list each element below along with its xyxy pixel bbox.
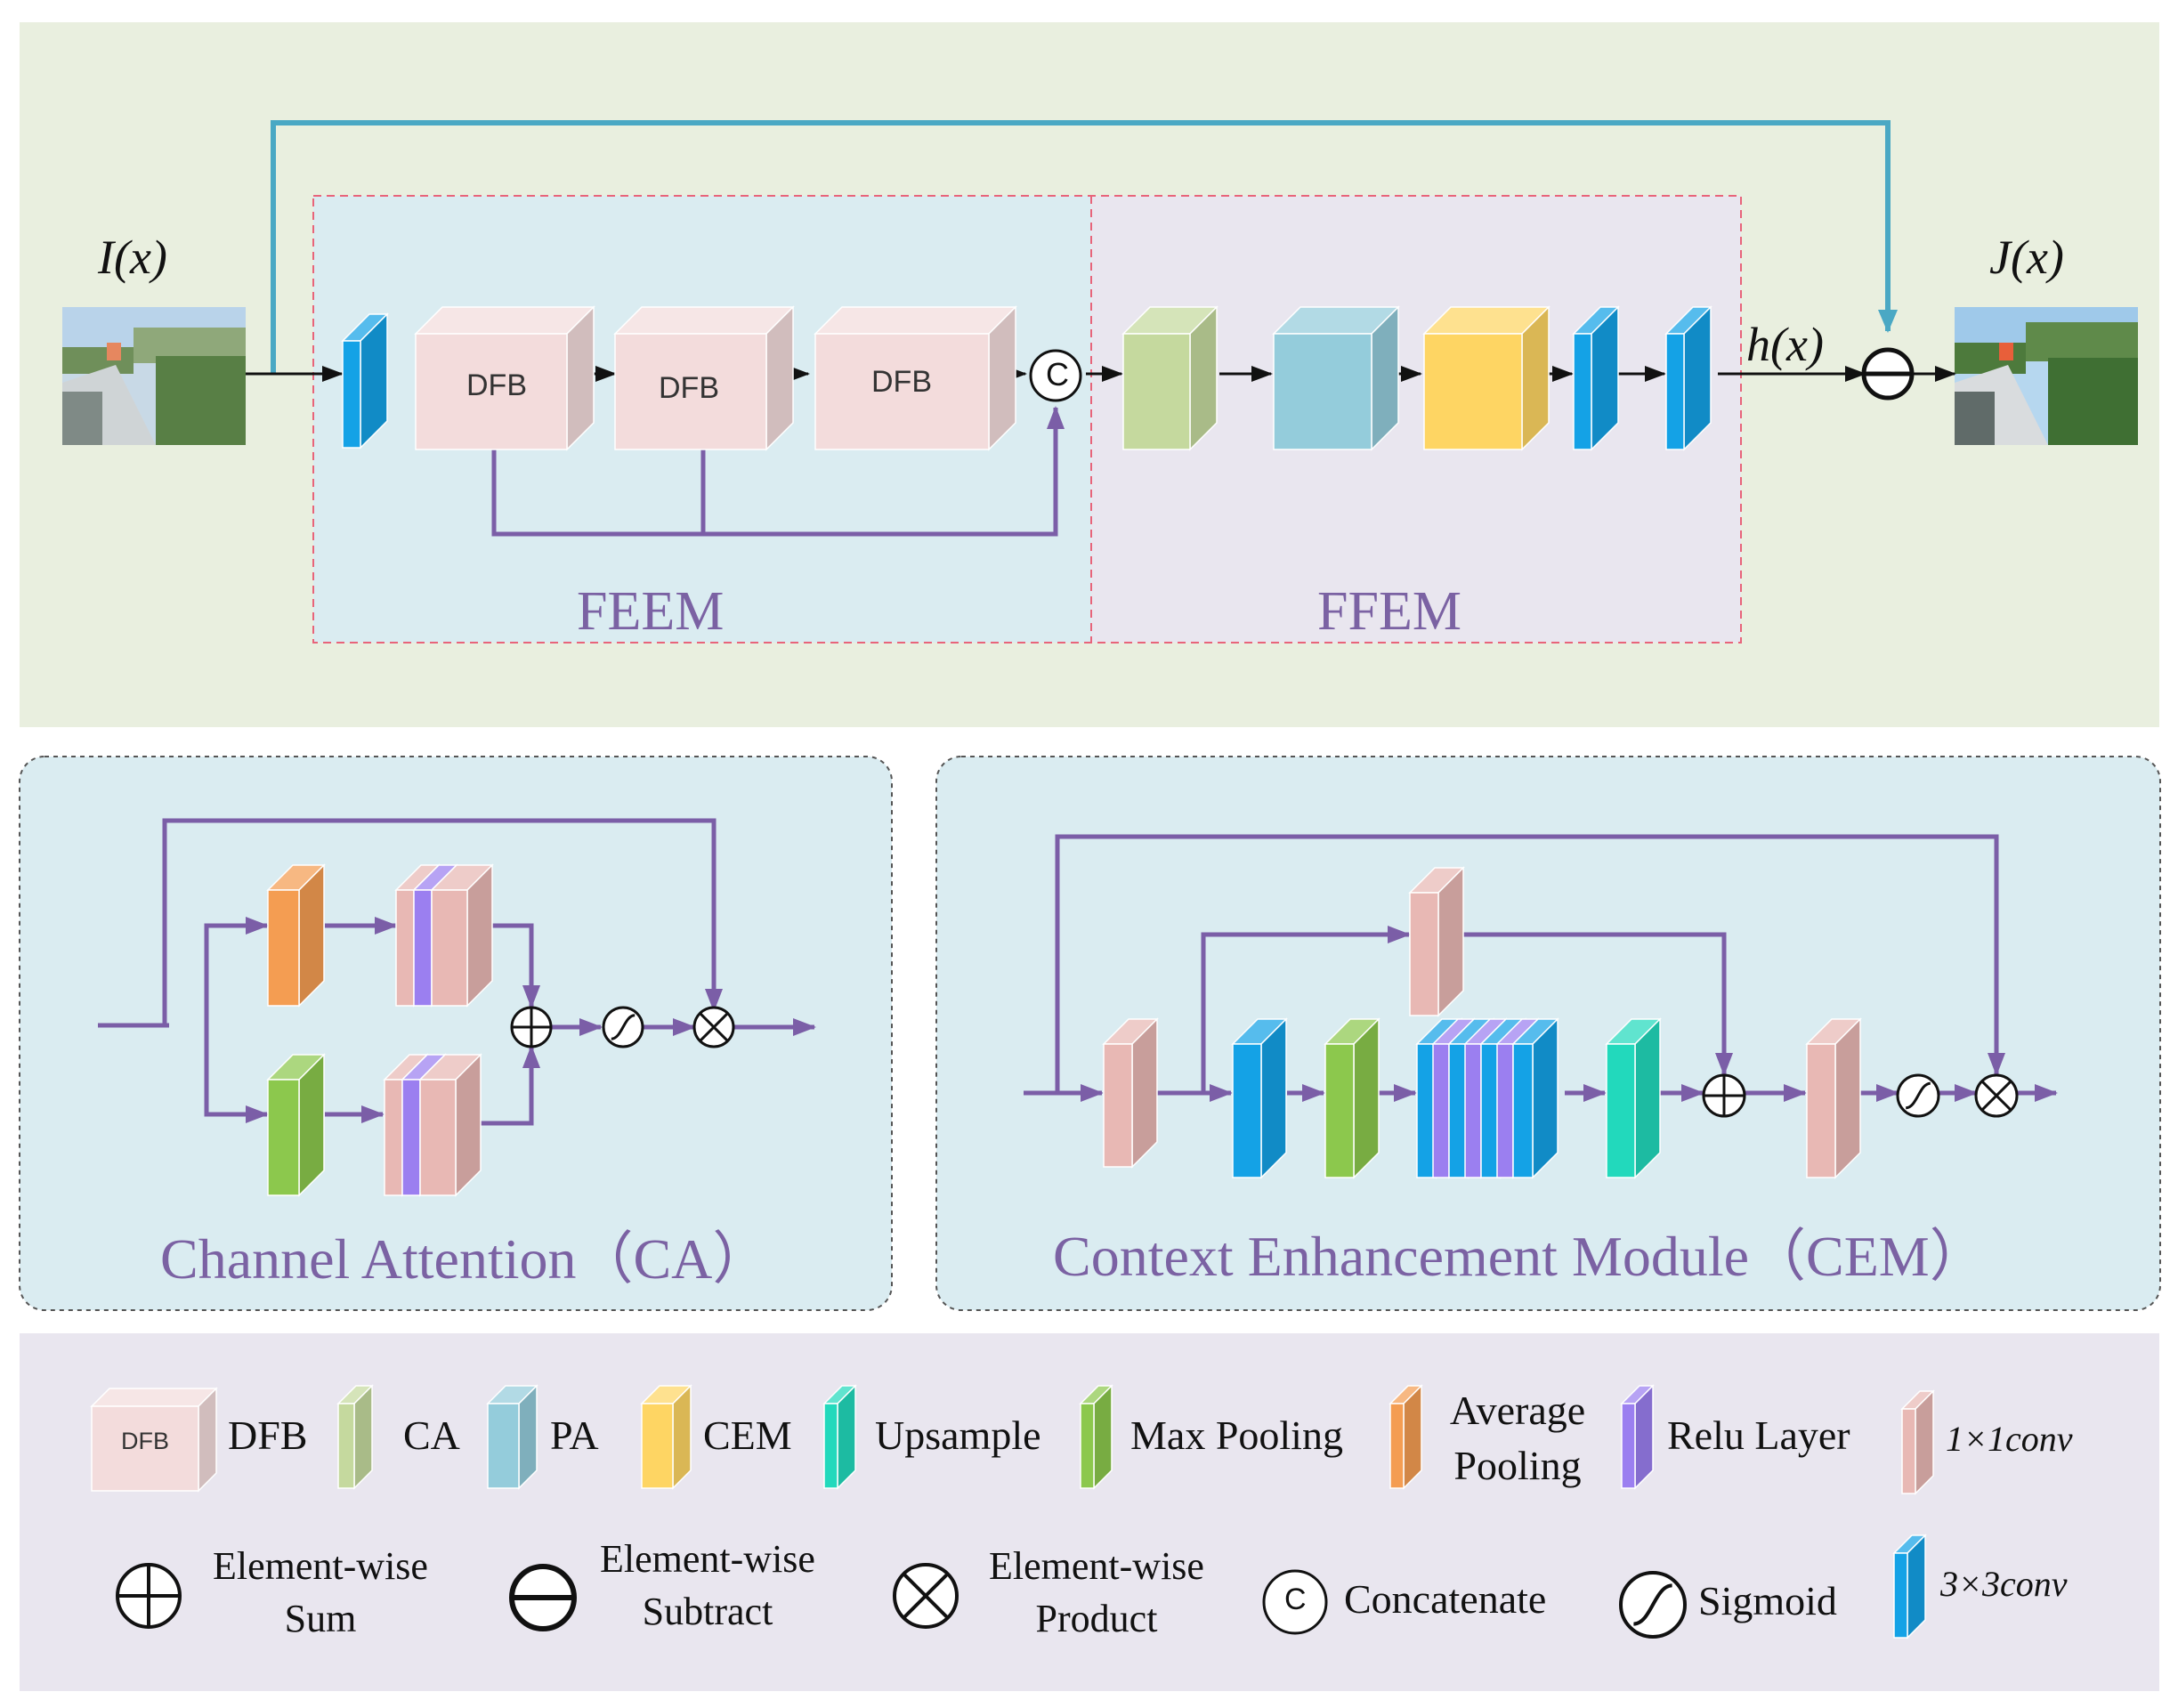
ca-branch-top-line [204, 917, 269, 1025]
h-of-x-label: h(x) [1746, 318, 1824, 371]
cem-sigmoid-node [1896, 1073, 1940, 1118]
dfb-block-1 [414, 305, 595, 451]
feem-ffem-dashed-border [312, 195, 1742, 644]
legend-upsample-label: Upsample [875, 1413, 1041, 1458]
legend-relu-label: Relu Layer [1667, 1413, 1850, 1458]
cem-block [1422, 305, 1551, 451]
legend-pa-label: PA [550, 1413, 599, 1458]
legend-cem-icon [640, 1384, 692, 1490]
feem-label: FEEM [577, 581, 725, 642]
ffem-label: FFEM [1317, 581, 1461, 642]
ca-product-node [692, 1006, 735, 1048]
ca-max-pooling-block [266, 1053, 326, 1197]
ca-top-conv1x1-b [430, 863, 494, 1008]
cem-sum-node [1702, 1073, 1746, 1118]
legend-average-pooling-label: Average Pooling [1449, 1388, 1586, 1489]
legend-sigmoid-label: Sigmoid [1698, 1578, 1837, 1623]
dfb-block-3 [814, 305, 1017, 451]
concat-node-label: C [1046, 356, 1069, 393]
ca-average-pooling-block [266, 863, 326, 1008]
output-image [1955, 307, 2138, 445]
ca-bottom-conv-relu-stack [383, 1053, 482, 1197]
legend-sigmoid-icon [1619, 1571, 1687, 1639]
legend-concat-icon [1262, 1569, 1328, 1635]
top-blocks [341, 305, 1915, 451]
legend-icons [90, 1384, 1935, 1639]
legend-subtract-icon [509, 1564, 577, 1631]
cem-branch-to-conv1x1-line [1201, 926, 1411, 1093]
conv3x3-block-2 [1572, 305, 1620, 451]
ca-top-to-sum-line [490, 923, 540, 1008]
ca-sigmoid-node [602, 1006, 644, 1048]
legend-ca-label: CA [403, 1413, 460, 1458]
legend-upsample-icon [822, 1384, 857, 1490]
cem-max-pooling-block [1324, 1017, 1380, 1179]
cem-diagram [1024, 834, 2058, 1179]
concat-node [1029, 349, 1082, 402]
cem-upsample-block [1605, 1017, 1662, 1179]
skip-connection-line [271, 120, 1898, 374]
legend-sum-label: Element-wise Sum [213, 1544, 428, 1641]
cem-section-title: Context Enhancement Module（CEM） [1053, 1225, 1987, 1288]
cem-conv1x1-in [1102, 1017, 1159, 1169]
cem-stack-layer-7 [1511, 1017, 1559, 1179]
ca-sum-node [510, 1006, 553, 1048]
pa-block [1272, 305, 1400, 451]
legend-sum-icon [116, 1563, 182, 1629]
input-label: I(x) [98, 231, 167, 284]
ca-diagram [98, 818, 816, 1197]
legend-average-pooling-icon [1389, 1384, 1423, 1490]
cem-conv1x1-out [1805, 1017, 1862, 1179]
dfb-block-2 [613, 305, 795, 451]
legend-product-label: Element-wise Product [989, 1544, 1204, 1641]
input-image [62, 307, 246, 445]
legend-conv1x1-icon [1900, 1389, 1935, 1495]
conv3x3-block-3 [1664, 305, 1712, 451]
output-label: J(x) [1989, 231, 2064, 284]
legend-panel-background [20, 1333, 2159, 1691]
dfb-block-2-label: DFB [659, 371, 719, 405]
cem-conv1x1-branch [1408, 866, 1465, 1017]
ca-branch-bottom-line [204, 1025, 269, 1123]
legend-concatenate-label: Concatenate [1344, 1576, 1547, 1622]
dfb-block-3-label: DFB [871, 365, 932, 399]
cem-conv3x3-block [1231, 1017, 1288, 1179]
legend-cem-label: CEM [703, 1413, 792, 1458]
legend-max-pooling-label: Max Pooling [1130, 1413, 1343, 1458]
ca-bottom-to-sum-line [476, 1045, 540, 1126]
subtract-node [1861, 347, 1915, 401]
legend-max-pooling-icon [1079, 1384, 1113, 1490]
cem-conv1x1-to-sum-line [1460, 932, 1733, 1076]
cem-residual-line [1055, 834, 2005, 1093]
cem-product-node [1974, 1073, 2019, 1118]
cem-conv-relu-stack [1415, 1017, 1559, 1179]
legend-product-icon [893, 1563, 959, 1629]
ca-residual-line [162, 818, 723, 1025]
legend-dfb-icon-text: DFB [121, 1428, 169, 1454]
legend-dfb-icon [90, 1387, 218, 1493]
ca-section-title: Channel Attention（CA） [160, 1227, 770, 1291]
legend-ca-icon [336, 1384, 374, 1490]
legend-pa-icon [486, 1384, 538, 1490]
legend-conv1x1-label: 1×1conv [1946, 1419, 2073, 1459]
legend-relu-icon [1620, 1384, 1655, 1490]
legend-subtract-label: Element-wise Subtract [600, 1537, 815, 1634]
dfb-block-1-label: DFB [466, 368, 527, 402]
legend-concat-symbol: C [1284, 1583, 1307, 1616]
ca-bottom-conv1x1-b [418, 1053, 482, 1197]
dense-connection-line [491, 406, 1065, 537]
conv3x3-block [341, 312, 389, 449]
top-flow-lines [246, 120, 1956, 537]
ca-top-conv-relu-stack [394, 863, 494, 1008]
legend-dfb-label: DFB [228, 1413, 308, 1458]
ca-block [1121, 305, 1219, 451]
ca-panel-background [19, 756, 893, 1311]
legend-conv3x3-label: 3×3conv [1940, 1564, 2068, 1604]
legend-conv3x3-icon [1892, 1534, 1927, 1639]
